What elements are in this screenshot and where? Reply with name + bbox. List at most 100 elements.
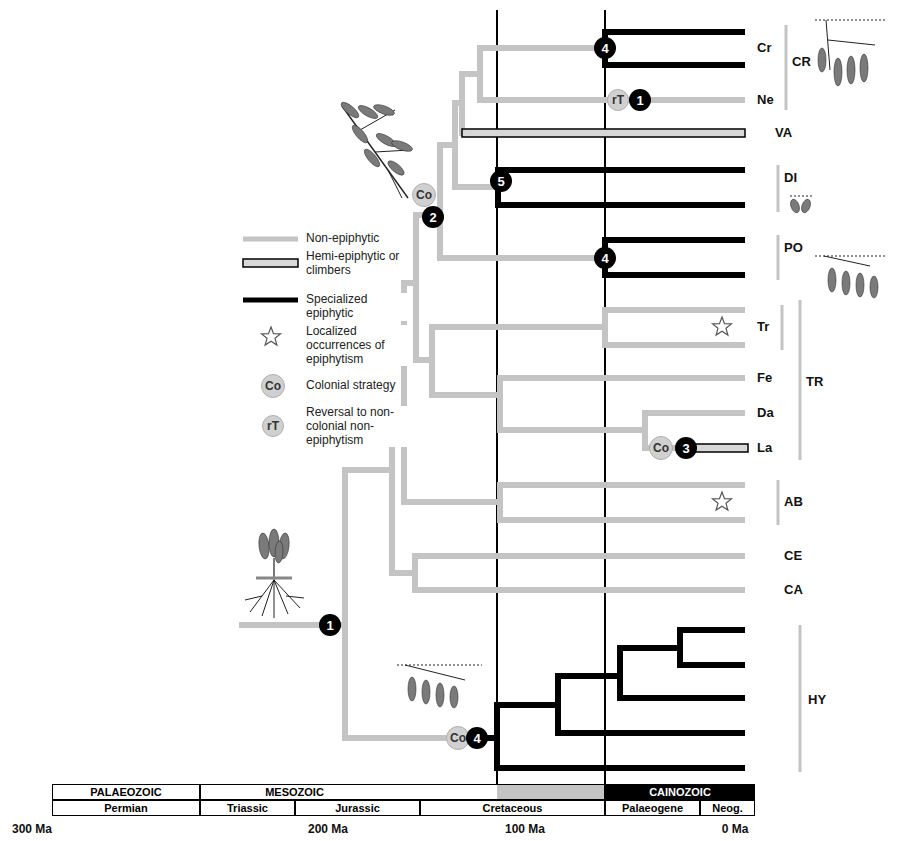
time-label: 200 Ma [308,823,348,836]
non-epiphytic-branch [432,392,500,398]
ground-icon [256,577,292,580]
node-text: Palaeogene [622,803,683,814]
hemi-epiphytic-branch [690,444,748,452]
clade-bracket [799,625,802,772]
stem-icon [405,665,465,680]
clade-label: DI [784,171,797,185]
timescale-cell: Permian [52,800,200,816]
leaf-icon [274,541,283,563]
clade-label: Ne [757,93,774,107]
stem-icon [826,20,830,70]
timescale-cell: Cretaceous [420,800,605,816]
epiphytic-branch [605,272,742,278]
clade-label: Cr [757,41,771,55]
event-number: 2 [422,206,444,228]
node-text: PALAEOZOIC [90,787,161,798]
legend-bar-sample [243,259,298,267]
legend-line-sample [243,237,298,242]
stem-icon [245,596,262,600]
non-epiphytic-branch [345,467,392,473]
time-label: 100 Ma [505,823,545,836]
non-epiphytic-branch [342,470,348,738]
non-epiphytic-branch [497,485,503,520]
epiphytic-branch [497,702,558,708]
non-epiphytic-branch [500,375,742,381]
stem-icon [815,20,885,21]
clade-label: Da [757,406,774,420]
leaf-icon [860,54,868,82]
node-text: 4 [601,42,608,55]
non-epiphytic-branch [642,413,648,448]
era-fill [497,784,605,800]
leaf-icon [856,273,864,297]
time-label: 0 Ma [722,823,749,836]
non-epiphytic-branch [429,327,435,395]
timescale-cell: Palaeogene [605,800,700,816]
node-text: 3 [682,442,689,455]
non-epiphytic-branch [389,440,395,573]
non-epiphytic-branch [602,310,608,345]
node-text: Co [416,189,432,201]
epiphytic-branch [494,705,500,768]
event-number: 4 [594,37,616,59]
epiphytic-branch [602,240,608,275]
epiphytic-branch [680,662,742,668]
clade-label: VA [775,126,792,140]
stem-icon [274,580,288,614]
non-epiphytic-branch [392,570,415,576]
node-text: Co [450,732,466,744]
node-text: Triassic [227,803,268,814]
leaf-icon [847,56,855,84]
epiphytism-star [713,317,732,335]
leaf-icon [800,198,812,214]
non-epiphytic-branch [415,587,742,593]
clade-bracket [777,480,780,525]
stem-icon [397,665,482,666]
leaf-icon [789,198,801,214]
node-text: 1 [326,619,333,632]
epiphytic-branch [555,676,561,733]
non-epiphytic-branch [404,499,500,505]
legend-text: Specialized epiphytic [305,293,407,321]
clade-label: Tr [757,320,769,334]
legend-text: Non-epiphytic [305,232,380,246]
leaf-icon [870,276,878,298]
strategy-circle: Co [649,436,673,460]
non-epiphytic-branch [477,48,483,100]
timescale-cell: MESOZOIC [200,784,605,800]
clade-label: La [757,441,772,455]
era-fill [200,784,497,800]
non-epiphytic-branch [415,553,742,559]
timescale-cell: Triassic [200,800,295,816]
node-text: Co [653,442,669,454]
node-text: MESOZOIC [265,787,324,798]
non-epiphytic-branch [500,482,742,488]
leaf-icon [842,271,850,295]
event-number: 3 [675,437,697,459]
leaf-icon [386,159,406,178]
non-epiphytic-branch [497,378,503,430]
event-number: 1 [629,89,651,111]
node-text: Permian [104,803,147,814]
stem-icon [274,580,275,618]
leaf-icon [362,147,382,169]
node-text: rT [612,94,624,106]
non-epiphytic-branch [459,74,465,133]
stem-icon [262,580,274,616]
epiphytic-branch [620,645,680,651]
leaf-icon [372,102,395,117]
legend-text: Reversal to non-colonial non-epiphytism [305,406,407,447]
clade-label: HY [808,693,826,707]
epiphytic-branch [680,627,742,633]
node-text: 1 [636,94,643,107]
non-epiphytic-branch [605,307,742,313]
epiphytism-star [713,492,732,510]
node-text: rT [267,420,279,432]
clade-label: PO [784,241,803,255]
leaf-icon [408,677,416,701]
node-text: 5 [497,175,504,188]
epiphytic-branch [620,695,742,701]
clade-bracket [785,25,788,110]
stem-icon [286,596,304,598]
